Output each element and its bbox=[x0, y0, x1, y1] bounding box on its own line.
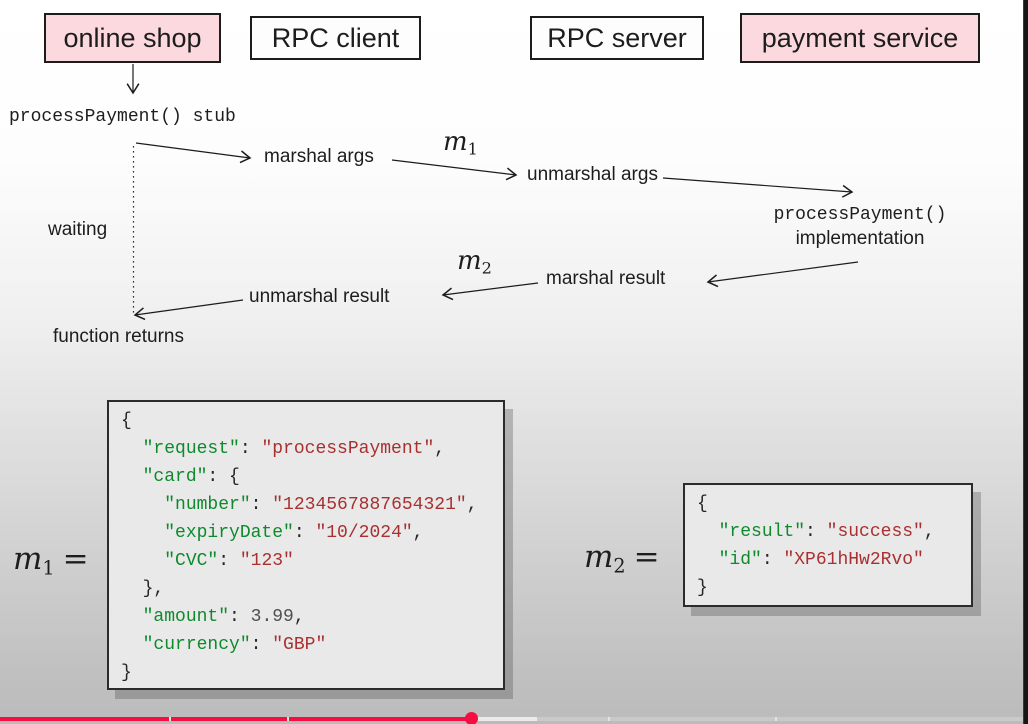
actor-label: RPC server bbox=[547, 22, 687, 53]
progress-played-segment[interactable] bbox=[289, 717, 466, 721]
arrow-m2-message bbox=[441, 282, 539, 301]
m2-equation-label: m2= bbox=[584, 539, 660, 578]
marshal-args-label: marshal args bbox=[264, 146, 374, 167]
progress-track-segment[interactable] bbox=[537, 717, 608, 721]
implementation-label: processPayment() implementation bbox=[773, 205, 947, 249]
actor-label: RPC client bbox=[271, 22, 400, 53]
m2-message-label: m2 bbox=[457, 246, 492, 278]
progress-played-segment[interactable] bbox=[171, 717, 287, 721]
actor-label: online shop bbox=[63, 22, 202, 53]
unmarshal-result-label: unmarshal result bbox=[249, 286, 390, 307]
actor-box-online-shop: online shop bbox=[44, 13, 221, 63]
m1-json-box: { "request": "processPayment", "card": {… bbox=[107, 400, 505, 690]
m2-json-box: { "result": "success", "id": "XP61hHw2Rv… bbox=[683, 483, 973, 607]
unmarshal-args-label: unmarshal args bbox=[527, 164, 658, 185]
m1-json-code: { "request": "processPayment", "card": {… bbox=[121, 411, 478, 683]
chapter-gap bbox=[169, 717, 171, 721]
progress-track-segment[interactable] bbox=[610, 717, 775, 721]
m1-equation-label: m1= bbox=[13, 541, 89, 580]
progress-buffered-segment[interactable] bbox=[466, 717, 537, 721]
arrow-m1-message bbox=[391, 159, 518, 181]
actor-box-payment-service: payment service bbox=[740, 13, 980, 63]
stub-label: processPayment() stub bbox=[9, 107, 236, 127]
actor-box-rpc-client: RPC client bbox=[250, 16, 421, 60]
progress-played-segment[interactable] bbox=[0, 717, 169, 721]
video-progress-bar[interactable] bbox=[0, 712, 1028, 724]
chapter-gap bbox=[775, 717, 777, 721]
m1-message-label: m1 bbox=[443, 127, 478, 159]
actor-label: payment service bbox=[761, 22, 959, 53]
scrubber-handle[interactable] bbox=[465, 712, 478, 724]
arrow-impl-to-marshal-result bbox=[706, 261, 859, 288]
chapter-gap bbox=[608, 717, 610, 721]
arrow-stub-to-marshal-args bbox=[135, 142, 252, 164]
m2-json-code: { "result": "success", "id": "XP61hHw2Rv… bbox=[697, 494, 935, 598]
chapter-gap bbox=[287, 717, 289, 721]
arrow-result-to-return bbox=[133, 299, 244, 321]
progress-track-segment[interactable] bbox=[777, 717, 1023, 721]
function-returns-label: function returns bbox=[53, 326, 184, 347]
screen-edge-strip bbox=[1023, 0, 1028, 724]
actor-box-rpc-server: RPC server bbox=[530, 16, 704, 60]
waiting-label: waiting bbox=[48, 219, 108, 240]
arrow-unmarshal-to-impl bbox=[662, 177, 854, 198]
marshal-result-label: marshal result bbox=[546, 268, 666, 289]
